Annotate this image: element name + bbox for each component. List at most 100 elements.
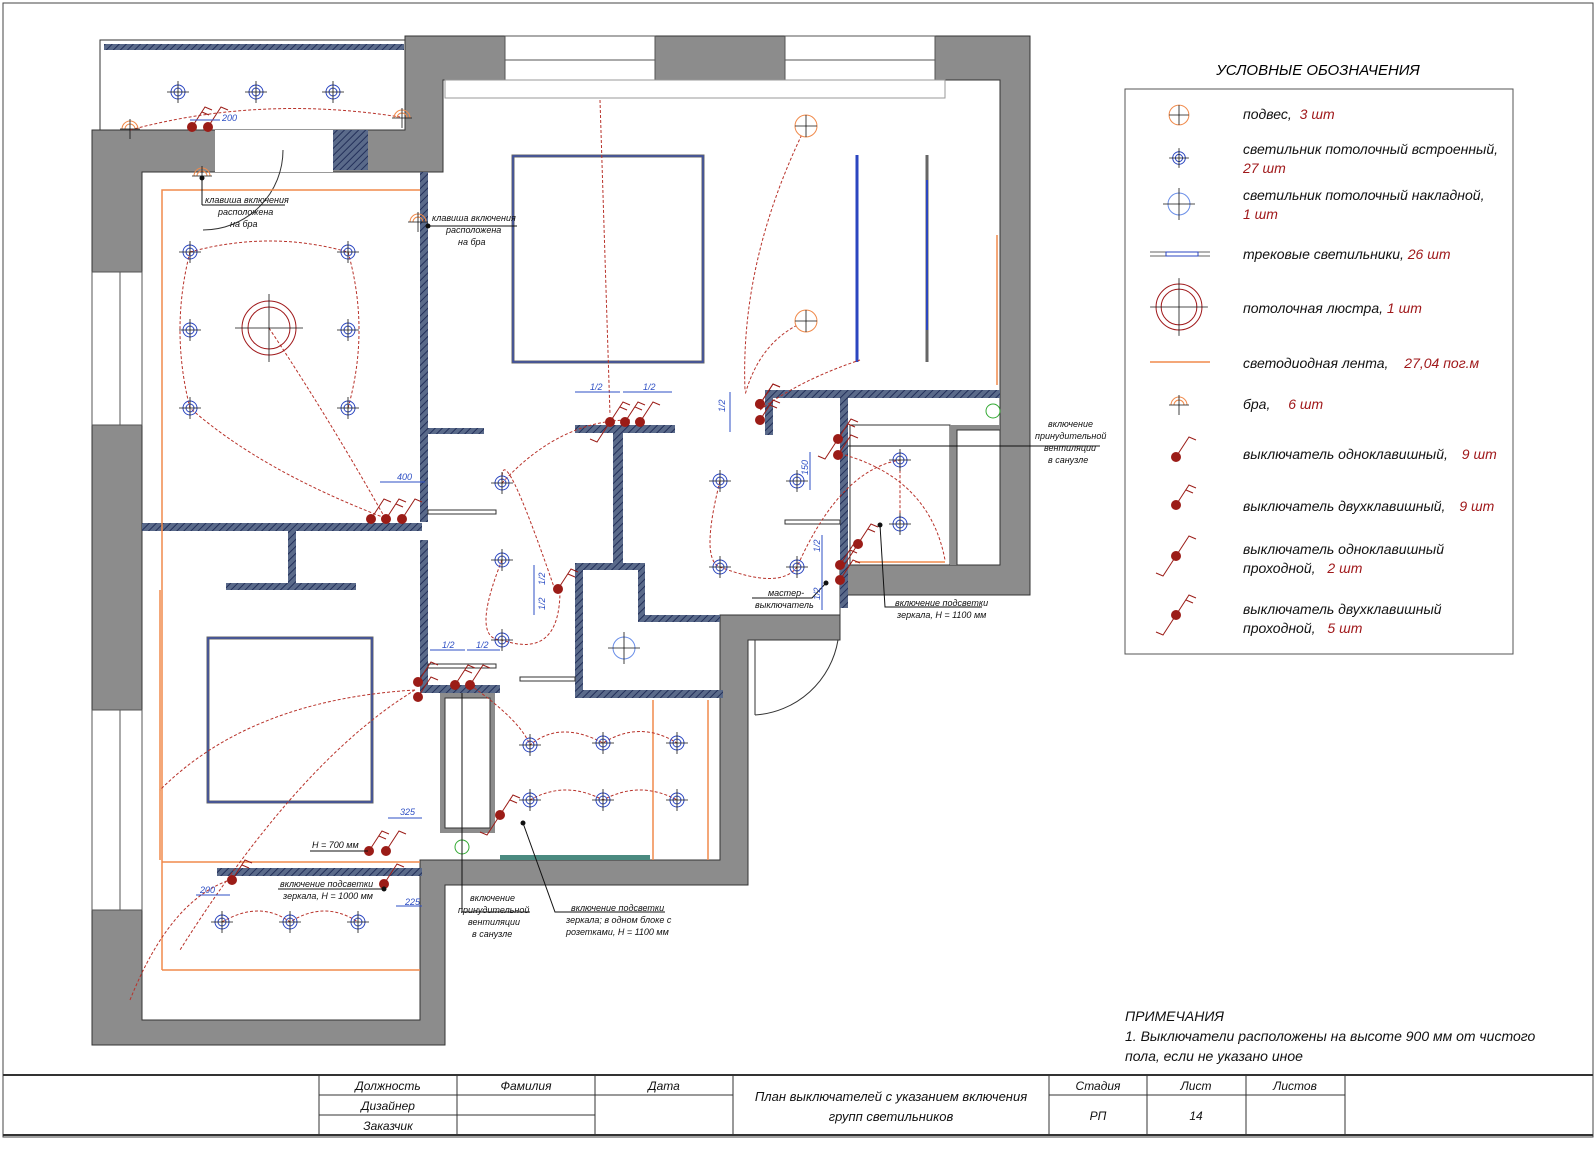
legend-label: трековые светильники, 26 шт [1243, 246, 1451, 262]
recessed-light-icon [519, 789, 541, 811]
dim-half: 1/2 [442, 640, 455, 650]
legend-item-led: светодиодная лента, 27,04 пог.м [1243, 355, 1480, 371]
pass-single-switch-icon [1155, 535, 1197, 577]
notes-line-2: пола, если не указано иное [1125, 1048, 1303, 1064]
recessed-light-icon [592, 732, 614, 754]
single-switch-icon [1171, 436, 1197, 462]
legend-label: светильник потолочный встроенный, [1243, 141, 1498, 157]
dim-half: 1/2 [476, 640, 489, 650]
dim-half: 1/2 [812, 539, 822, 552]
tb-sheet-header: Лист [1180, 1079, 1212, 1093]
annotation-vent-right-line2: принудительной [1035, 431, 1106, 441]
recessed-light-icon [666, 732, 688, 754]
chandelier-icon [1150, 278, 1208, 336]
annotation-h700: H = 700 мм [312, 840, 359, 850]
annotation-sconce-key-2-line1: клавиша включения [432, 213, 516, 223]
tb-title-line2: групп светильников [829, 1109, 954, 1124]
notes-line-1: 1. Выключатели расположены на высоте 900… [1125, 1028, 1535, 1044]
legend-label: проходной, 2 шт [1243, 560, 1363, 576]
legend-item-double-switch: выключатель двухклавишный, 9 шт [1243, 498, 1495, 514]
tb-title-line1: План выключателей с указанием включения [755, 1089, 1027, 1104]
recessed-light-icon [245, 81, 267, 103]
led-strips [159, 189, 998, 971]
annotation-mirror-mid-line2: зеркала; в одном блоке с [565, 915, 672, 925]
single-switch-icon [835, 559, 861, 585]
recessed-light-icon [347, 911, 369, 933]
dim-half: 1/2 [590, 382, 603, 392]
dim-150: 150 [800, 460, 810, 475]
pass-double-switch-icon [1155, 594, 1197, 636]
single-switch-icon [397, 498, 423, 524]
tb-date-header: Дата [646, 1079, 680, 1093]
recessed-light-icon [491, 629, 513, 651]
dim-half: 1/2 [537, 572, 547, 585]
tb-name-header: Фамилия [501, 1079, 553, 1093]
legend: УСЛОВНЫЕ ОБОЗНАЧЕНИЯ подвес, 3 шт светил… [1124, 62, 1514, 655]
dim-400: 400 [397, 472, 412, 482]
double-switch-icon [381, 498, 407, 524]
notes: ПРИМЕЧАНИЯ 1. Выключатели расположены на… [1125, 1008, 1535, 1064]
tb-client: Заказчик [363, 1119, 414, 1133]
notes-title: ПРИМЕЧАНИЯ [1125, 1008, 1224, 1024]
single-switch-icon [755, 383, 781, 409]
legend-count: 27 шт [1242, 160, 1286, 176]
pendant-icon [794, 114, 818, 138]
recessed-light-icon [279, 911, 301, 933]
recessed-light-icon [167, 81, 189, 103]
legend-label: выключатель одноклавишный [1243, 541, 1444, 557]
legend-label: потолочная люстра, 1 шт [1243, 300, 1422, 316]
recessed-light-icon [337, 397, 359, 419]
annotation-mirror-mid-line3: розетками, H = 1100 мм [565, 927, 669, 937]
double-switch-icon [364, 830, 390, 856]
double-switch-icon [553, 568, 579, 594]
recessed-light-icon [889, 513, 911, 535]
recessed-light-icon [491, 472, 513, 494]
single-switch-icon [635, 401, 661, 427]
sconce-icon [408, 212, 428, 232]
annotation-vent-right-line3: вентиляции [1044, 443, 1096, 453]
dim-200-bottom: 200 [199, 885, 215, 895]
plan-annotations: клавиша включения расположена на бра кла… [199, 175, 1106, 939]
annotation-master-switch-line1: мастер- [768, 588, 804, 598]
pass-double-switch-icon [817, 418, 859, 460]
legend-label: выключатель двухклавишный [1243, 601, 1442, 617]
legend-count: 1 шт [1243, 206, 1278, 222]
double-switch-icon [227, 859, 253, 885]
legend-item-pass-double-switch: выключатель двухклавишный проходной, 5 ш… [1243, 601, 1442, 636]
dim-half: 1/2 [812, 587, 822, 600]
legend-item-sconce: бра, 6 шт [1243, 396, 1324, 412]
tb-stage-header: Стадия [1076, 1079, 1122, 1093]
pass-double-switch-icon [589, 401, 631, 443]
dim-325: 325 [400, 807, 416, 817]
legend-item-pendant: подвес, 3 шт [1243, 106, 1335, 122]
double-switch-icon [755, 399, 781, 425]
single-switch-icon [381, 830, 407, 856]
legend-label: выключатель двухклавишный, 9 шт [1243, 498, 1495, 514]
single-switch-icon [379, 863, 405, 889]
recessed-light-icon [1169, 148, 1189, 168]
tb-designer: Дизайнер [359, 1099, 415, 1113]
annotation-vent-left-line2: принудительной [458, 905, 529, 915]
fixtures [120, 81, 911, 933]
annotation-vent-right-line1: включение [1048, 419, 1093, 429]
annotation-sconce-key-1-line2: расположена [217, 207, 273, 217]
surface-light-icon [608, 632, 640, 664]
dim-225: 225 [404, 897, 421, 907]
recessed-light-icon [211, 911, 233, 933]
sconce-icon [120, 119, 140, 139]
annotation-mirror-left-line2: зеркала, H = 1000 мм [282, 891, 373, 901]
legend-item-pass-single-switch: выключатель одноклавишный проходной, 2 ш… [1243, 541, 1444, 576]
sconce-icon [1169, 395, 1189, 415]
pass-double-switch-icon [479, 794, 521, 836]
recessed-light-icon [491, 549, 513, 571]
single-switch-icon [465, 664, 491, 690]
walls [91, 35, 1031, 1046]
chandelier-icon [235, 294, 303, 362]
legend-item-single-switch: выключатель одноклавишный, 9 шт [1243, 446, 1497, 462]
title-block: Должность Фамилия Дата Дизайнер Заказчик… [3, 1074, 1593, 1136]
tb-sheet-number: 14 [1189, 1109, 1203, 1123]
double-switch-icon [620, 401, 646, 427]
legend-item-recessed: светильник потолочный встроенный, 27 шт [1242, 141, 1498, 176]
recessed-light-icon [337, 241, 359, 263]
